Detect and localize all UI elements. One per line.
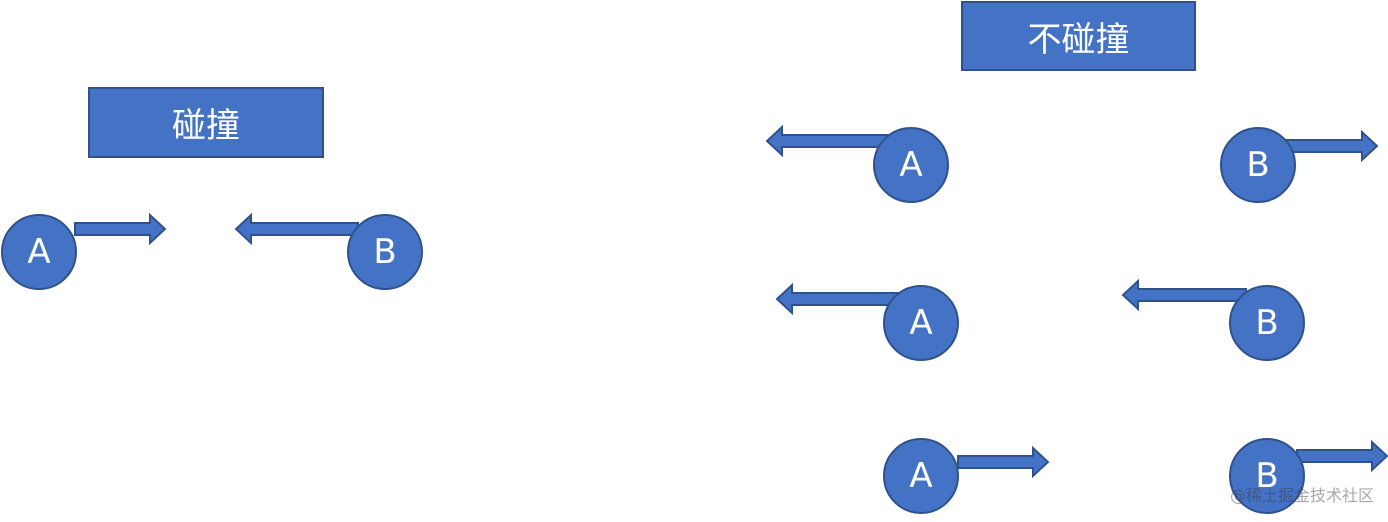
ball-b: B [1229,438,1305,514]
ball-a: A [883,285,959,361]
arrow-right [1286,129,1379,163]
ball-a: A [1,214,77,290]
arrow-right [957,445,1050,479]
watermark: @稀土掘金技术社区 [1229,486,1374,505]
ball-b: B [347,214,423,290]
arrow-left [234,212,359,246]
arrow-left [765,124,891,158]
ball-a: A [873,127,949,203]
ball-b: B [1220,127,1296,203]
ball-a: A [883,438,959,514]
no-collide-title: 不碰撞 [961,1,1196,71]
arrow-left [775,282,901,316]
arrow-right [74,212,167,246]
ball-b: B [1229,285,1305,361]
arrow-right [1296,439,1388,473]
collide-title: 碰撞 [88,87,324,158]
arrow-left [1121,278,1247,312]
